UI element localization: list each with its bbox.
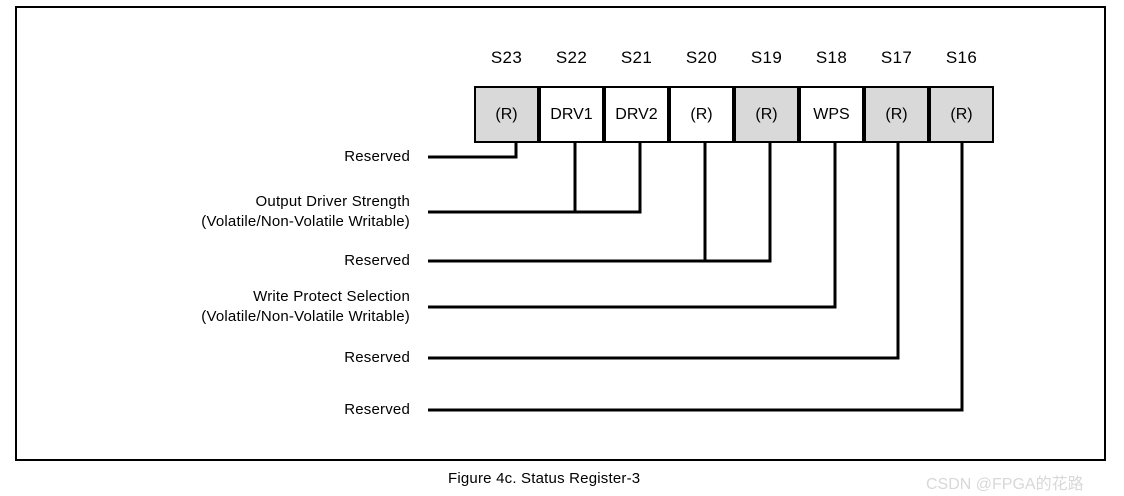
annotation-reserved-s23: Reserved — [70, 147, 410, 167]
annotation-reserved-s17: Reserved — [70, 348, 410, 368]
bit-cell-s17: (R) — [864, 86, 929, 143]
leader-s22 — [428, 143, 577, 214]
annotation-line-1: Output Driver Strength — [255, 193, 410, 210]
bit-cell-s19: (R) — [734, 86, 799, 143]
annotation-write-protect-selection: Write Protect Selection (Volatile/Non-Vo… — [70, 287, 410, 327]
bit-label-s16: S16 — [945, 48, 978, 67]
leader-s20 — [428, 143, 707, 263]
bit-label-s18: S18 — [815, 48, 848, 67]
bit-label-s20: S20 — [685, 48, 718, 67]
leader-s17 — [428, 143, 900, 360]
annotation-line-1: Write Protect Selection — [253, 288, 410, 305]
bit-label-s21: S21 — [620, 48, 653, 67]
bit-cell-s18: WPS — [799, 86, 864, 143]
leader-s23 — [428, 143, 518, 159]
bit-label-s23: S23 — [490, 48, 523, 67]
watermark: CSDN @FPGA的花路 — [926, 476, 1084, 493]
annotation-output-driver-strength: Output Driver Strength (Volatile/Non-Vol… — [70, 192, 410, 232]
leader-s18 — [428, 143, 837, 309]
bit-cell-s22: DRV1 — [539, 86, 604, 143]
bit-cell-s21: DRV2 — [604, 86, 669, 143]
bit-cell-s20: (R) — [669, 86, 734, 143]
annotation-line-1: Reserved — [344, 401, 410, 418]
annotation-line-2: (Volatile/Non-Volatile Writable) — [201, 308, 410, 325]
bit-label-s22: S22 — [555, 48, 588, 67]
annotation-reserved-s16: Reserved — [70, 400, 410, 420]
annotation-line-1: Reserved — [344, 349, 410, 366]
figure-caption: Figure 4c. Status Register-3 — [448, 470, 641, 487]
annotation-reserved-s20-s19: Reserved — [70, 251, 410, 271]
leader-s19 — [705, 143, 772, 263]
annotation-line-1: Reserved — [344, 252, 410, 269]
annotation-line-1: Reserved — [344, 148, 410, 165]
bit-label-s17: S17 — [880, 48, 913, 67]
bit-label-s19: S19 — [750, 48, 783, 67]
leader-s21 — [575, 143, 642, 214]
figure-border — [15, 6, 1106, 461]
bit-cell-s23: (R) — [474, 86, 539, 143]
leader-s16 — [428, 143, 964, 412]
annotation-line-2: (Volatile/Non-Volatile Writable) — [201, 213, 410, 230]
bit-cell-s16: (R) — [929, 86, 994, 143]
